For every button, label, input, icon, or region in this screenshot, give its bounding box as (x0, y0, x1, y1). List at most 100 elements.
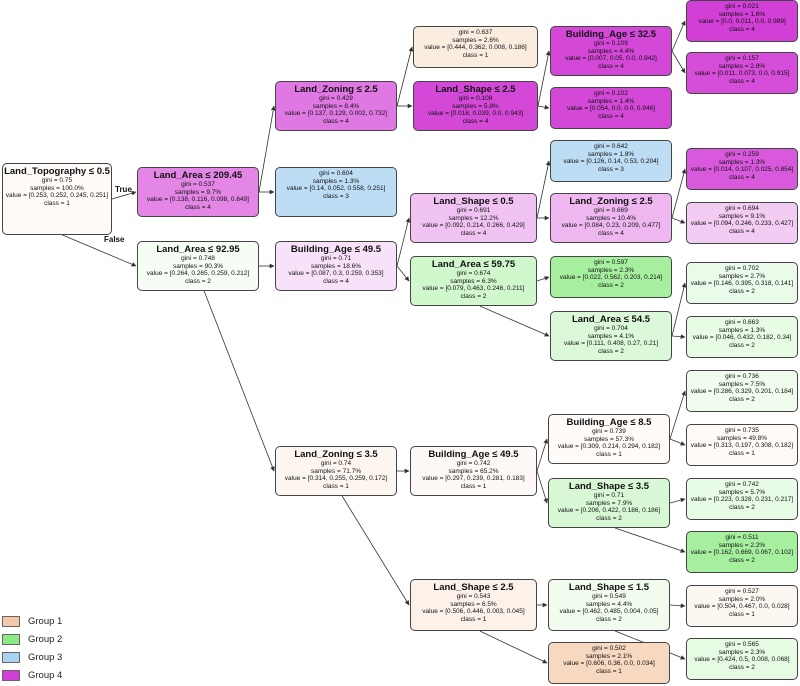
node-value: value = [0.014, 0.107, 0.025, 0.854] (690, 166, 794, 174)
node-samples: samples = 2.7% (718, 272, 766, 280)
node-value: value = [0.079, 0.463, 0.246, 0.211] (422, 285, 525, 293)
node-class: class = 1 (460, 615, 487, 623)
node-split-rule: Land_Zoning ≤ 2.5 (294, 84, 378, 95)
node-samples: samples = 90.3% (172, 262, 224, 270)
node-gini: gini = 0.511 (725, 534, 759, 541)
node-gini: gini = 0.102 (594, 90, 628, 97)
node-samples: samples = 4.4% (587, 47, 635, 55)
node-class: class = 2 (729, 341, 755, 349)
node-value: value = [0.126, 0.14, 0.53, 0.204] (563, 158, 659, 166)
node-gini: gini = 0.021 (725, 3, 759, 10)
node-class: class = 1 (323, 482, 349, 490)
node-value: value = [0.087, 0.3, 0.259, 0.353] (288, 270, 384, 278)
node-value: value = [0.084, 0.23, 0.209, 0.477] (561, 222, 661, 230)
node-value: value = [0.0, 0.011, 0.0, 0.989] (698, 18, 786, 26)
node-value: value = [0.092, 0.214, 0.266, 0.429] (422, 222, 525, 230)
node-split-rule: Land_Shape ≤ 2.5 (433, 582, 514, 593)
node-value: value = [0.137, 0.129, 0.002, 0.732] (284, 110, 388, 118)
node-gini: gini = 0.742 (725, 481, 759, 488)
node-gini: gini = 0.429 (319, 95, 353, 102)
node-class: class = 4 (729, 25, 755, 33)
node-value: value = [0.444, 0.362, 0.008, 0.186] (424, 44, 527, 52)
node-samples: samples = 10.4% (585, 214, 637, 222)
node-gini: gini = 0.642 (594, 143, 628, 150)
node-split-rule: Building_Age ≤ 49.5 (290, 244, 382, 255)
node-split-rule: Land_Area ≤ 92.95 (156, 244, 240, 255)
legend-swatch (2, 616, 20, 627)
node-class: class = 1 (729, 449, 755, 457)
node-class: class = 4 (729, 173, 755, 181)
node-class: class = 4 (185, 203, 211, 211)
node-gini: gini = 0.259 (725, 151, 759, 158)
node-class: class = 1 (462, 51, 489, 59)
class-legend: Group 1 Group 2 Group 3 Group 4 (2, 614, 92, 686)
node-value: value = [0.054, 0.0, 0.0, 0.946] (567, 105, 655, 113)
tree-edge-n11-n19 (536, 438, 549, 472)
node-class: class = 4 (323, 117, 349, 125)
node-samples: samples = 49.8% (716, 434, 768, 442)
node-gini: gini = 0.691 (456, 207, 491, 214)
node-value: value = [0.022, 0.562, 0.203, 0.214] (559, 274, 663, 282)
node-class: class = 2 (598, 347, 624, 355)
node-gini: gini = 0.669 (594, 207, 628, 214)
node-class: class = 2 (185, 277, 211, 285)
node-gini: gini = 0.527 (725, 588, 759, 595)
node-samples: samples = 65.2% (448, 467, 499, 475)
node-split-rule: Building_Age ≤ 8.5 (566, 417, 652, 428)
node-value: value = [0.011, 0.073, 0.0, 0.915] (694, 70, 790, 78)
node-gini: gini = 0.742 (456, 460, 491, 467)
tree-edge-n9-n15 (536, 160, 551, 219)
node-value: value = [0.314, 0.255, 0.259, 0.172] (284, 475, 388, 483)
tree-edge-n16-n26 (671, 217, 686, 224)
tree-edge-n21-n33 (669, 603, 686, 609)
node-gini: gini = 0.109 (594, 40, 628, 47)
node-value: value = [0.462, 0.485, 0.004, 0.05] (559, 608, 659, 616)
tree-edge-n13-n23 (671, 20, 686, 52)
node-value: value = [0.506, 0.446, 0.003, 0.045] (422, 608, 525, 616)
tree-edge-n16-n25 (671, 168, 687, 219)
tree-edge-n20-n31 (669, 497, 686, 504)
node-samples: samples = 100.0% (30, 184, 84, 192)
legend-label: Group 4 (28, 670, 63, 681)
node-samples: samples = 2.0% (718, 595, 766, 603)
node-gini: gini = 0.75 (41, 177, 73, 184)
node-samples: samples = 2.6% (452, 36, 499, 44)
node-split-rule: Land_Zoning ≤ 2.5 (569, 196, 653, 207)
legend-swatch (2, 634, 20, 645)
node-value: value = [0.007, 0.05, 0.0, 0.942] (565, 55, 657, 63)
node-class: class = 2 (729, 395, 755, 403)
tree-edge-n20-n32 (614, 527, 686, 553)
node-value: value = [0.206, 0.422, 0.186, 0.186] (557, 507, 661, 515)
tree-edge-n10-n18 (479, 305, 550, 337)
node-samples: samples = 1.4% (587, 97, 635, 105)
node-value: value = [0.146, 0.395, 0.318, 0.141] (690, 280, 794, 288)
tree-edge-n12-n22 (479, 630, 548, 664)
node-split-rule: Land_Shape ≤ 1.5 (568, 582, 650, 593)
node-samples: samples = 9.7% (174, 188, 222, 196)
tree-edge-n2-n6 (203, 290, 275, 472)
tree-edge-n0-n1 (111, 190, 137, 200)
node-class: class = 4 (729, 227, 755, 235)
legend-label: Group 2 (28, 634, 63, 645)
node-value: value = [0.253, 0.252, 0.245, 0.251] (5, 192, 109, 200)
tree-edge-n18-n28 (671, 334, 686, 340)
legend-item-group-2: Group 2 (2, 632, 92, 650)
node-class: class = 4 (323, 277, 349, 285)
node-value: value = [0.223, 0.328, 0.231, 0.217] (690, 496, 794, 504)
tree-edge-n3-n7 (396, 46, 414, 107)
node-class: class = 1 (596, 667, 622, 675)
node-samples: samples = 18.6% (310, 262, 362, 270)
